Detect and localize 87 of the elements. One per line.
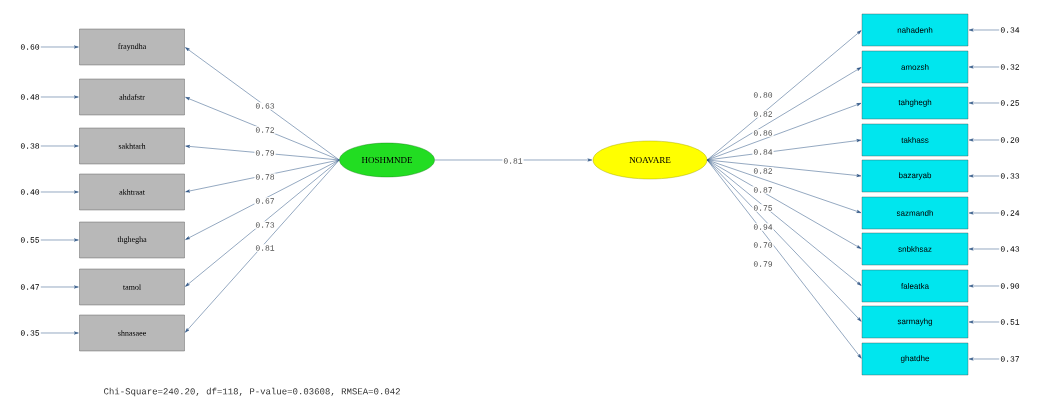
arrow (185, 97, 340, 161)
edge-label: 0.73 (254, 221, 276, 229)
indicator-box: sarmayhg (861, 305, 969, 339)
edge-label: 0.75 (752, 204, 774, 212)
arrow (706, 159, 862, 359)
arrow (706, 139, 862, 161)
arrow (185, 159, 340, 193)
arrow (706, 159, 862, 177)
indicator-box: akhtraat (79, 173, 185, 211)
error-value: 0.38 (20, 143, 40, 149)
error-value: 0.55 (20, 237, 40, 243)
indicator-box: amozsh (861, 50, 969, 84)
error-value: 0.90 (1000, 283, 1020, 289)
edge-label: 0.79 (254, 149, 276, 157)
arrow (185, 159, 340, 287)
error-value: 0.25 (1000, 100, 1020, 106)
arrow (968, 320, 1000, 324)
indicator-box: nahadenh (861, 13, 969, 47)
error-value: 0.51 (1000, 319, 1020, 325)
arrow (706, 67, 862, 161)
arrow (706, 30, 862, 161)
arrow (968, 174, 1000, 178)
arrow (968, 138, 1000, 142)
error-value: 0.48 (20, 94, 40, 100)
indicator-box: frayndha (79, 28, 185, 66)
arrow (40, 144, 79, 148)
indicator-box: thghegha (79, 221, 185, 259)
error-value: 0.24 (1000, 210, 1020, 216)
error-value: 0.40 (20, 189, 40, 195)
arrow (185, 145, 340, 161)
arrow (185, 159, 340, 333)
error-value: 0.47 (20, 284, 39, 290)
arrow (185, 47, 340, 161)
arrow (706, 159, 862, 322)
arrow (968, 211, 1000, 215)
edge-label: 0.82 (752, 110, 774, 118)
edge-label: 0.78 (254, 173, 276, 181)
edge-label: 0.81 (502, 157, 524, 165)
arrow (968, 357, 1000, 361)
arrow (40, 285, 79, 289)
error-value: 0.43 (1000, 246, 1020, 252)
indicator-box: shnasaee (79, 314, 185, 352)
arrow (968, 284, 1000, 288)
edge-label: 0.67 (254, 197, 276, 205)
edge-label: 0.72 (254, 126, 276, 134)
error-value: 0.60 (20, 44, 40, 50)
indicator-box: takhass (861, 123, 969, 157)
error-value: 0.34 (1000, 27, 1020, 33)
arrow (706, 159, 862, 213)
indicator-box: sakhtarh (79, 127, 185, 165)
arrow (185, 159, 340, 240)
edge-label: 0.84 (752, 148, 774, 156)
indicator-box: bazaryab (861, 159, 969, 193)
edge-label: 0.94 (752, 223, 774, 231)
arrow (40, 331, 79, 335)
indicator-box: ghatdhe (861, 342, 969, 376)
caption: Chi-Square=240.20, df=118, P-value=0.03608, RMSEA=0.042 (104, 387, 400, 397)
arrow (40, 238, 79, 242)
error-value: 0.20 (1000, 137, 1020, 143)
arrow (968, 65, 1000, 69)
edge-label: 0.63 (254, 102, 276, 110)
arrow (968, 247, 1000, 251)
indicator-box: ahdafstr (79, 78, 185, 116)
error-value: 0.35 (20, 330, 40, 336)
arrow (434, 158, 593, 162)
arrow (968, 101, 1000, 105)
edge-label: 0.87 (752, 186, 774, 194)
indicator-box: faleatka (861, 269, 969, 303)
indicator-box: snbkhsaz (861, 232, 969, 266)
arrow (706, 103, 862, 161)
edge-label: 0.70 (752, 241, 774, 249)
error-value: 0.37 (1000, 356, 1019, 362)
indicator-box: tahghegh (861, 86, 969, 120)
error-value: 0.32 (1000, 64, 1020, 70)
arrow (40, 45, 79, 49)
arrow (40, 95, 79, 99)
indicator-box: tamol (79, 268, 185, 306)
edge-label: 0.82 (752, 167, 774, 175)
arrow (706, 159, 862, 249)
edge-label: 0.81 (254, 244, 276, 252)
error-value: 0.33 (1000, 173, 1020, 179)
arrow (968, 28, 1000, 32)
edge-label: 0.79 (752, 260, 774, 268)
edge-label: 0.80 (752, 91, 774, 99)
edge-label: 0.86 (752, 129, 774, 137)
indicator-box: sazmandh (861, 196, 969, 230)
arrow (40, 190, 79, 194)
